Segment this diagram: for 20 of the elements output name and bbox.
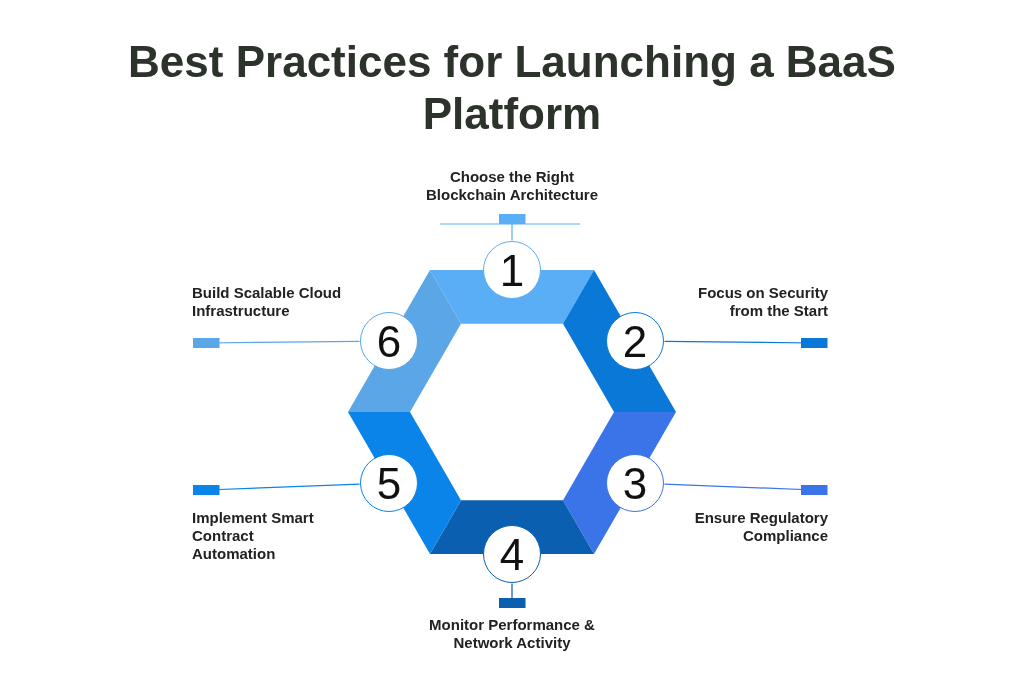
leader-line [498,214,526,242]
number-circle: 5 [360,454,418,512]
hexagon-segment [563,269,676,412]
number-circle: 1 [483,240,541,299]
step-label: Focus on Security from the Start [668,284,828,320]
leader-line [663,338,828,348]
hexagon-segment [430,500,594,584]
step-label: Monitor Performance & Network Activity [407,616,617,652]
leader-line [192,338,361,348]
leader-line [498,582,526,608]
step-label: Implement Smart Contract Automation [192,509,314,563]
step-label: Choose the Right Blockchain Architecture [412,168,612,204]
leader-line [663,483,828,495]
hexagon-segment [563,412,676,555]
hexagon-segment [348,412,461,555]
title: Best Practices for Launching a BaaS Platform [127,36,897,140]
number-circle: 6 [360,312,418,370]
hexagon-segment [348,269,461,412]
step-label: Ensure Regulatory Compliance [638,509,828,545]
leader-line [192,483,361,495]
